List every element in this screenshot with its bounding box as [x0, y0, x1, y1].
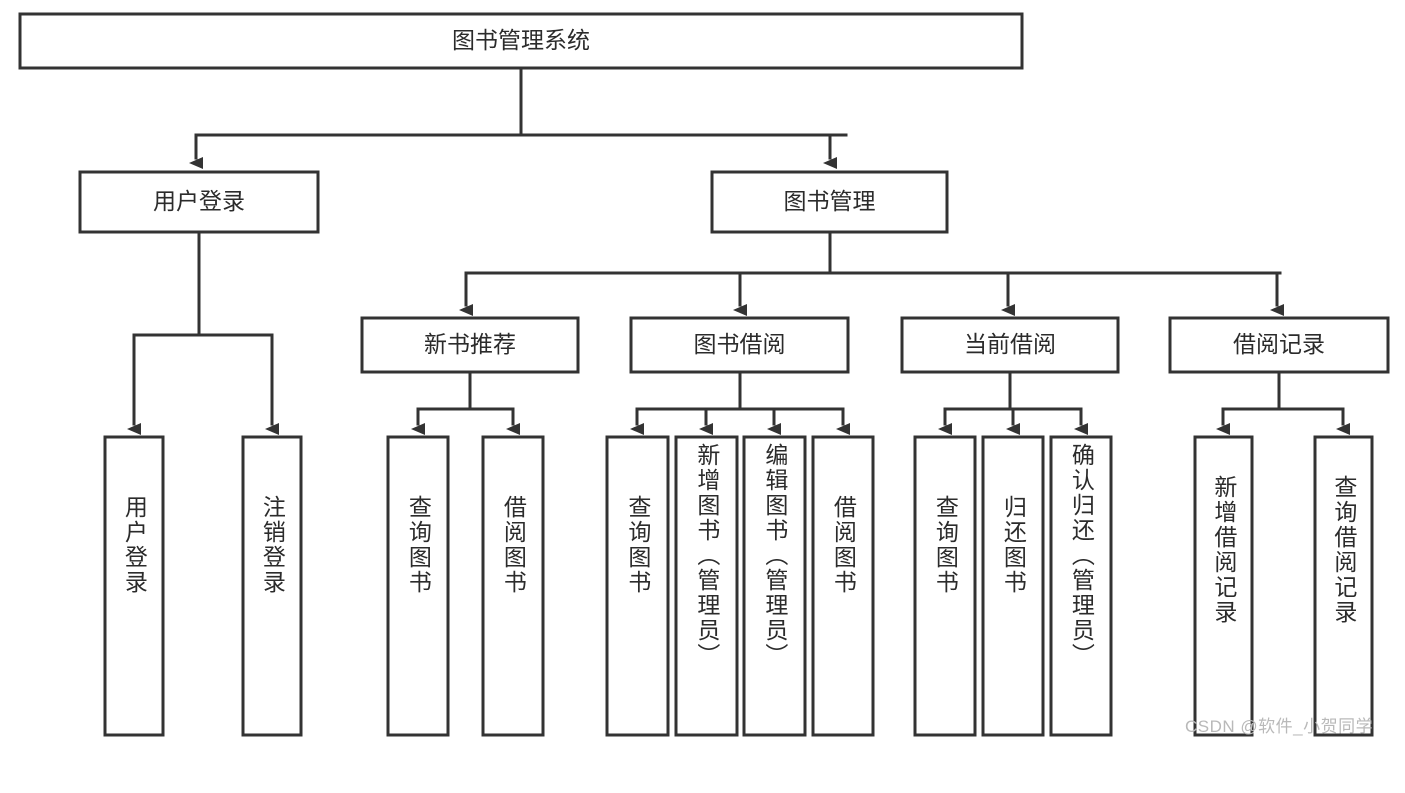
csdn-watermark: CSDN @软件_小贺同学: [1185, 717, 1374, 736]
node-box-user-login[interactable]: [78, 170, 320, 234]
node-boxes: [18, 12, 1390, 737]
node-box-leaf-add-book-admin[interactable]: [674, 435, 739, 737]
node-box-leaf-add-borrow-record[interactable]: [1193, 435, 1254, 737]
node-box-root[interactable]: [18, 12, 1024, 70]
diagram-canvas: 图书管理系统用户登录图书管理新书推荐图书借阅当前借阅借阅记录用户登录注销登录查询…: [18, 12, 1390, 737]
connector-newbook-to-leaves: [411, 370, 520, 435]
tree-connectors: [18, 12, 1390, 737]
node-box-leaf-edit-book-admin[interactable]: [742, 435, 807, 737]
connector-currentborrow-to-leaves: [938, 370, 1088, 435]
node-box-leaf-borrow-book-recommend[interactable]: [481, 435, 545, 737]
node-box-leaf-query-borrow-record[interactable]: [1313, 435, 1374, 737]
connector-root-to-level1: [189, 66, 848, 169]
node-box-leaf-query-book-recommend[interactable]: [386, 435, 450, 737]
connector-borrowrecord-to-leaves: [1216, 370, 1350, 435]
node-box-leaf-query-book-current[interactable]: [913, 435, 977, 737]
node-box-book-manage[interactable]: [710, 170, 949, 234]
node-box-leaf-logout[interactable]: [241, 435, 303, 737]
node-box-leaf-borrow-book[interactable]: [811, 435, 875, 737]
node-box-leaf-confirm-return-admin[interactable]: [1049, 435, 1113, 737]
connector-bookmanage-to-level2: [459, 230, 1284, 316]
node-box-current-borrow[interactable]: [900, 316, 1120, 374]
node-box-book-borrow[interactable]: [629, 316, 850, 374]
node-box-borrow-record[interactable]: [1168, 316, 1390, 374]
node-box-leaf-query-book-borrow[interactable]: [605, 435, 670, 737]
connector-userlogin-to-leaves: [127, 230, 279, 435]
node-box-leaf-user-login[interactable]: [103, 435, 165, 737]
node-box-new-book-recommend[interactable]: [360, 316, 580, 374]
connector-bookborrow-to-leaves: [630, 370, 850, 435]
node-box-leaf-return-book[interactable]: [981, 435, 1045, 737]
